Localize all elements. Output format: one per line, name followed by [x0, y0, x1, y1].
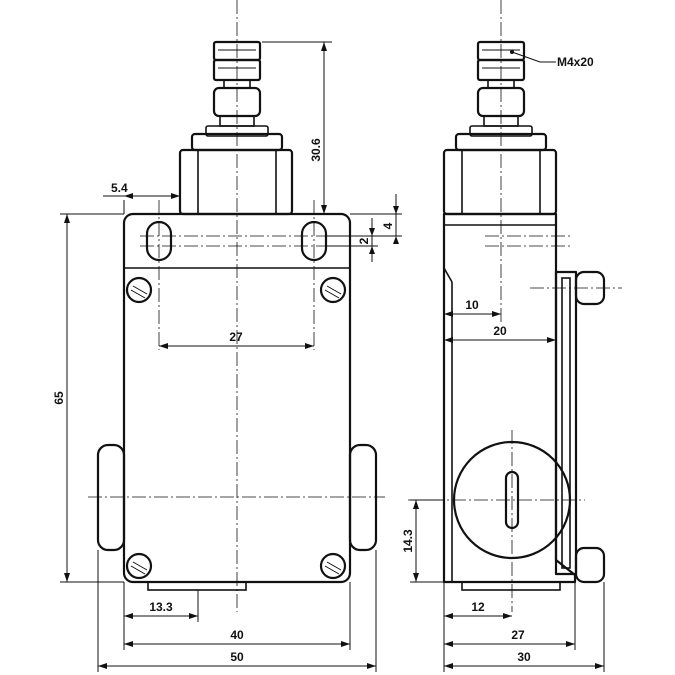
- side-actuator: [442, 40, 558, 216]
- thread-label: M4x20: [557, 55, 594, 69]
- front-actuator: [178, 40, 294, 216]
- dim-side-14-3-label: 14.3: [401, 529, 415, 553]
- front-right-knob: [348, 443, 378, 552]
- side-rear-plate-inner: [561, 277, 571, 569]
- front-screw-top-right: [319, 276, 347, 304]
- dim-side-20-label: 20: [493, 324, 507, 338]
- dim-side-27: 27: [443, 582, 576, 650]
- thread-callout: M4x20: [510, 50, 594, 69]
- dim-slot-offset: 5.4: [103, 181, 181, 214]
- dim-slot-offset-label: 5.4: [111, 181, 128, 195]
- dim-slot-height-outer-label: 4: [381, 222, 395, 229]
- dim-bottom-offset-label: 13.3: [149, 600, 173, 614]
- dim-side-30: 30: [443, 582, 605, 672]
- dim-bottom-offset: 13.3: [124, 590, 199, 622]
- dim-slot-pitch: 27: [159, 330, 314, 349]
- dim-overall-width-label: 50: [230, 650, 244, 664]
- side-knob-slot: [504, 470, 520, 530]
- dim-slot-heights: 4 2: [326, 194, 402, 262]
- side-rear-plate: [554, 270, 578, 576]
- front-screw-bottom-left: [125, 552, 153, 580]
- side-bottom-pin: [574, 546, 606, 584]
- dim-body-width-label: 40: [230, 628, 244, 642]
- side-knob: [452, 440, 572, 560]
- front-view: 30.6 5.4 27 4: [52, 0, 402, 672]
- side-top-pin: [574, 270, 606, 306]
- dim-side-14-3: 14.3: [401, 499, 444, 583]
- dim-slot-pitch-label: 27: [229, 330, 243, 344]
- front-bottom-tab: [147, 581, 247, 591]
- dim-slot-height-inner-label: 2: [357, 237, 371, 244]
- side-front-step: [443, 267, 453, 283]
- dim-body-height-label: 65: [52, 391, 66, 405]
- dim-side-20: 20: [443, 300, 557, 346]
- dim-side-12-label: 12: [471, 600, 485, 614]
- side-view: M4x20 10 20 14.3: [401, 0, 622, 672]
- dim-actuator-height: 30.6: [262, 41, 332, 215]
- side-bottom-tab: [461, 581, 561, 591]
- dim-side-10: 10: [444, 298, 501, 317]
- front-left-knob: [96, 443, 126, 552]
- dim-body-width: 40: [123, 582, 351, 650]
- dim-side-12: 12: [443, 582, 512, 622]
- front-screw-top-left: [125, 276, 153, 304]
- dim-actuator-height-label: 30.6: [309, 138, 323, 162]
- dim-overall-width: 50: [97, 550, 377, 672]
- dim-side-27-label: 27: [511, 628, 525, 642]
- front-screw-bottom-right: [319, 552, 347, 580]
- dim-side-10-label: 10: [465, 298, 479, 312]
- dim-body-height: 65: [52, 213, 124, 583]
- dim-side-30-label: 30: [517, 650, 531, 664]
